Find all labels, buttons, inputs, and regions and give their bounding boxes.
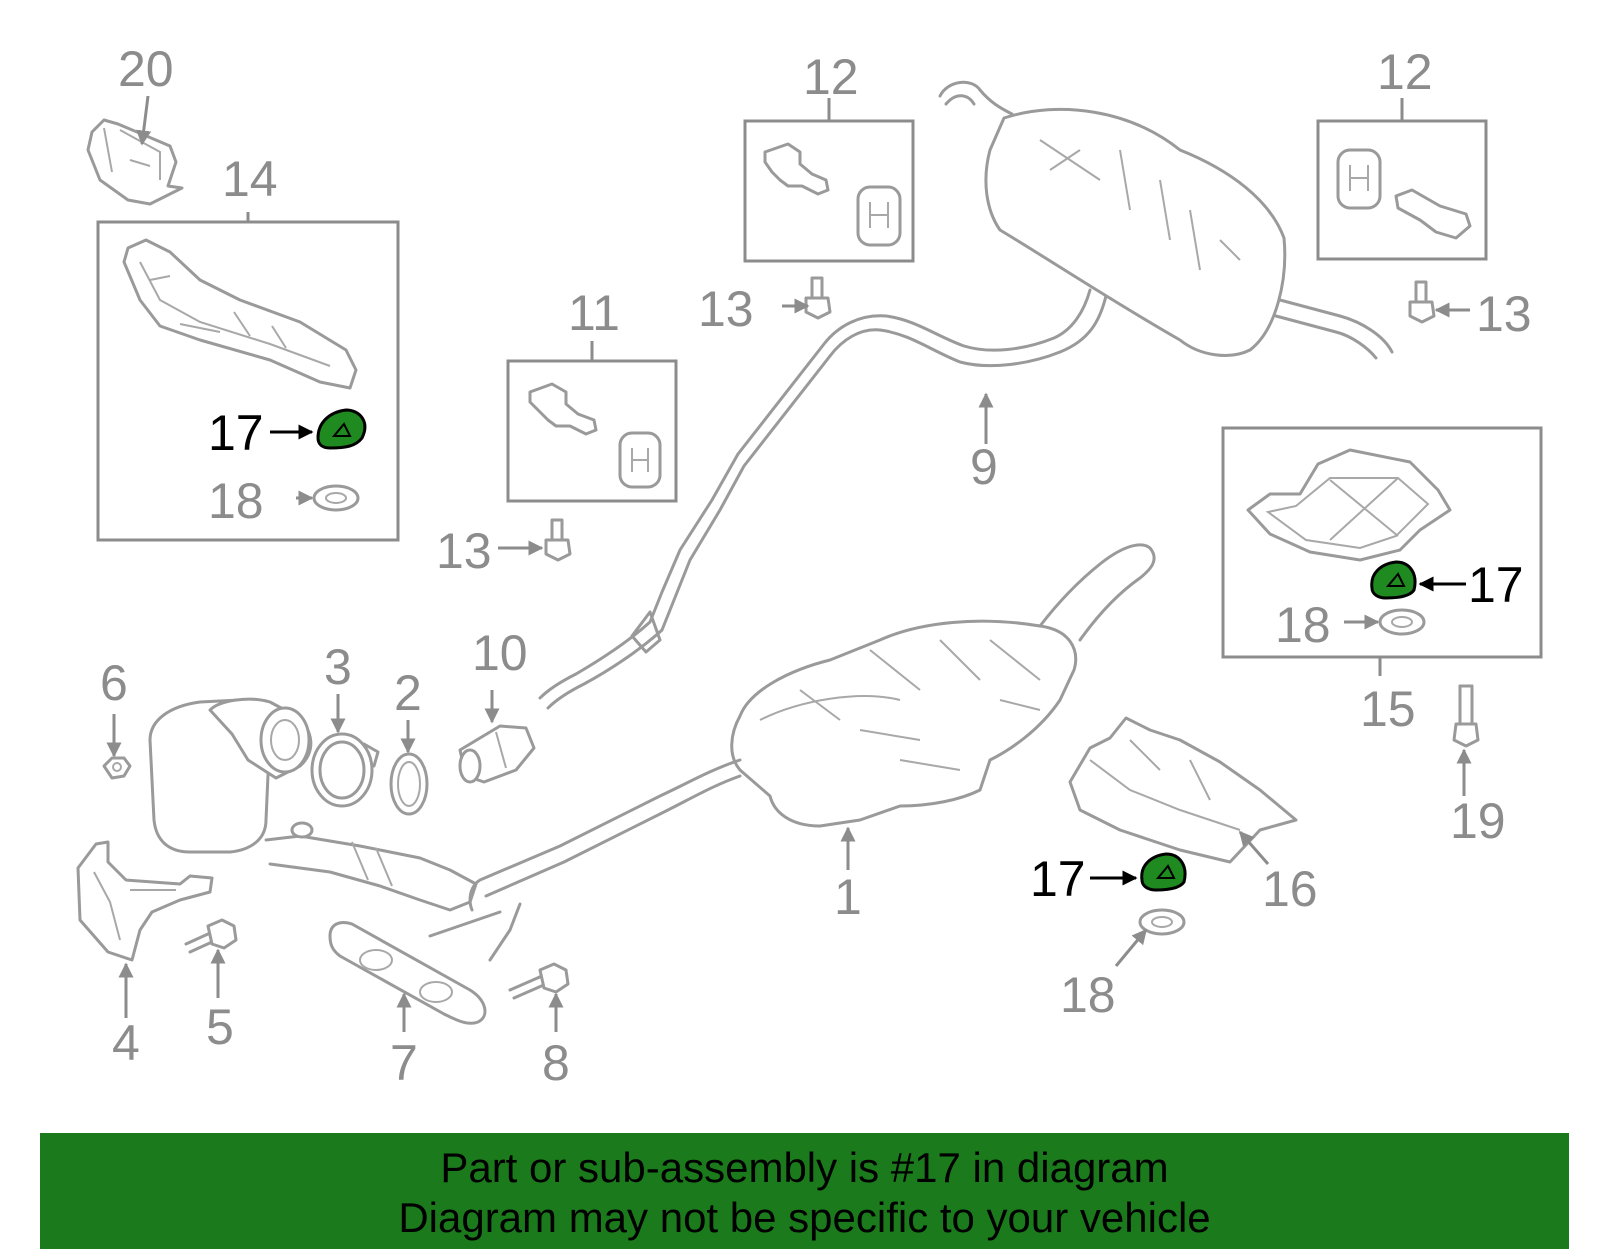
part-14-heat-shield: [122, 238, 358, 390]
callout-12-left: 12: [803, 49, 859, 105]
part-17-insulator-a[interactable]: [316, 408, 367, 450]
part-2-gasket: [389, 752, 429, 816]
exhaust-system-diagram: 20 14 12 12 11 13 13 13 9 17 18 17 18 15…: [76, 41, 1543, 1091]
callout-18-a: 18: [208, 473, 264, 529]
part-13-bolt-b: [1408, 280, 1436, 324]
part-18-washer-b: [1378, 608, 1426, 636]
callout-16: 16: [1262, 861, 1318, 917]
callout-15: 15: [1360, 681, 1416, 737]
callout-14: 14: [222, 151, 278, 207]
callout-17-c: 17: [1030, 851, 1086, 907]
part-13-bolt-a: [804, 276, 832, 320]
callout-18-c: 18: [1060, 967, 1116, 1023]
info-banner: Part or sub-assembly is #17 in diagram D…: [40, 1133, 1569, 1249]
callout-12-right: 12: [1377, 44, 1433, 100]
callout-13-a: 13: [698, 281, 754, 337]
rear-muffler: [938, 80, 1394, 360]
part-18-washer-a: [312, 484, 360, 512]
part-5-bolt: [184, 918, 238, 954]
part-17-insulator-b[interactable]: [1370, 560, 1417, 600]
leader-lines: [106, 95, 1472, 1032]
callout-3: 3: [324, 639, 352, 695]
part-19-bolt: [1452, 684, 1480, 748]
callout-13-c: 13: [436, 523, 492, 579]
callout-6: 6: [100, 655, 128, 711]
callout-5: 5: [206, 999, 234, 1055]
part-18-washer-c: [1138, 908, 1186, 936]
part-7-gasket-plate: [328, 921, 487, 1025]
callout-9: 9: [970, 439, 998, 495]
callout-8: 8: [542, 1035, 570, 1091]
banner-line-1: Part or sub-assembly is #17 in diagram: [440, 1144, 1169, 1191]
part-20-heat-shield: [86, 118, 184, 206]
callout-7: 7: [390, 1035, 418, 1091]
part-16-heat-shield: [1068, 716, 1298, 864]
callout-10: 10: [472, 625, 528, 681]
part-9-intermediate-pipe: [538, 288, 1108, 710]
callout-17-a: 17: [208, 405, 264, 461]
part-8-bolt: [508, 962, 570, 1000]
part-1-center-muffler: [428, 543, 1156, 962]
part-15-heat-shield: [1246, 448, 1452, 562]
callout-13-b: 13: [1476, 286, 1532, 342]
part-3-clamp: [310, 732, 380, 808]
part-13-bolt-c: [544, 518, 572, 562]
part-4-bracket: [76, 840, 214, 962]
part-10-sleeve: [458, 724, 536, 784]
callout-2: 2: [394, 665, 422, 721]
part-6-nut: [102, 756, 132, 780]
group-box-15: [1221, 426, 1543, 659]
banner-line-2: Diagram may not be specific to your vehi…: [398, 1194, 1211, 1241]
part-11-hanger-bracket: [528, 382, 662, 489]
callout-17-b: 17: [1468, 557, 1524, 613]
part-12-right-hanger: [1336, 148, 1472, 240]
catalytic-converter: [148, 697, 478, 912]
callout-20: 20: [118, 41, 174, 97]
callout-11: 11: [568, 285, 620, 341]
callout-18-b: 18: [1275, 597, 1331, 653]
part-12-left-hanger: [763, 142, 902, 247]
callout-1: 1: [834, 869, 862, 925]
callout-19: 19: [1450, 793, 1506, 849]
part-17-insulator-c[interactable]: [1140, 852, 1187, 892]
callout-4: 4: [112, 1015, 140, 1071]
